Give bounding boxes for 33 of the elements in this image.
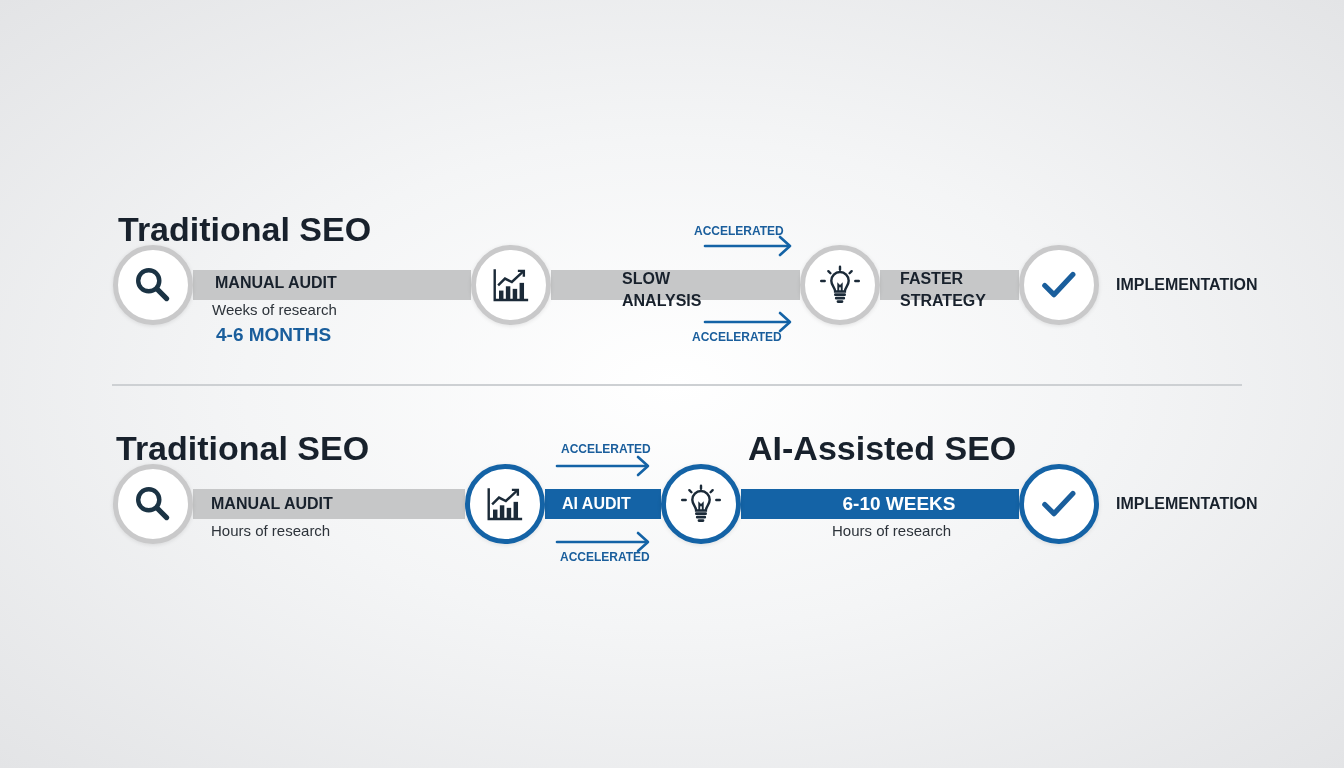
timeline-bar xyxy=(193,489,465,519)
section-heading: Traditional SEO xyxy=(118,212,372,246)
timeline-bar xyxy=(880,270,1019,300)
arrow-label: ACCELERATED xyxy=(561,441,651,457)
section-heading: Traditional SEO xyxy=(116,431,370,465)
step-label: IMPLEMENTATION xyxy=(1116,494,1258,514)
step-circle xyxy=(800,245,880,325)
edge-label: FASTER STRATEGY xyxy=(900,269,987,311)
step-circle xyxy=(1019,464,1099,544)
step-circle xyxy=(1019,245,1099,325)
timeline-bar xyxy=(551,270,800,300)
section-heading: AI-Assisted SEO xyxy=(748,431,1017,465)
edge-label: 6-10 WEEKS xyxy=(842,492,956,516)
note-text: Weeks of research xyxy=(212,301,337,319)
arrow-label: ACCELERATED xyxy=(560,549,650,565)
step-label: IMPLEMENTATION xyxy=(1116,275,1258,295)
step-circle xyxy=(465,464,545,544)
note-text: Hours of research xyxy=(211,522,331,540)
step-circle xyxy=(113,245,193,325)
edge-label: SLOW ANALYSIS xyxy=(622,269,703,311)
arrow-label: ACCELERATED xyxy=(694,223,784,239)
edge-label: MANUAL AUDIT xyxy=(211,494,333,514)
step-circle xyxy=(113,464,193,544)
edge-label: AI AUDIT xyxy=(562,494,631,514)
timeline-bar xyxy=(193,270,471,300)
timeline-bar xyxy=(545,489,661,519)
duration-text: 4-6 MONTHS xyxy=(216,323,332,347)
arrow-label: ACCELERATED xyxy=(692,329,782,345)
step-circle xyxy=(661,464,741,544)
note-text: Hours of research xyxy=(832,522,952,540)
timeline-bar xyxy=(741,489,1019,519)
step-circle xyxy=(471,245,551,325)
edge-label: MANUAL AUDIT xyxy=(215,273,337,293)
